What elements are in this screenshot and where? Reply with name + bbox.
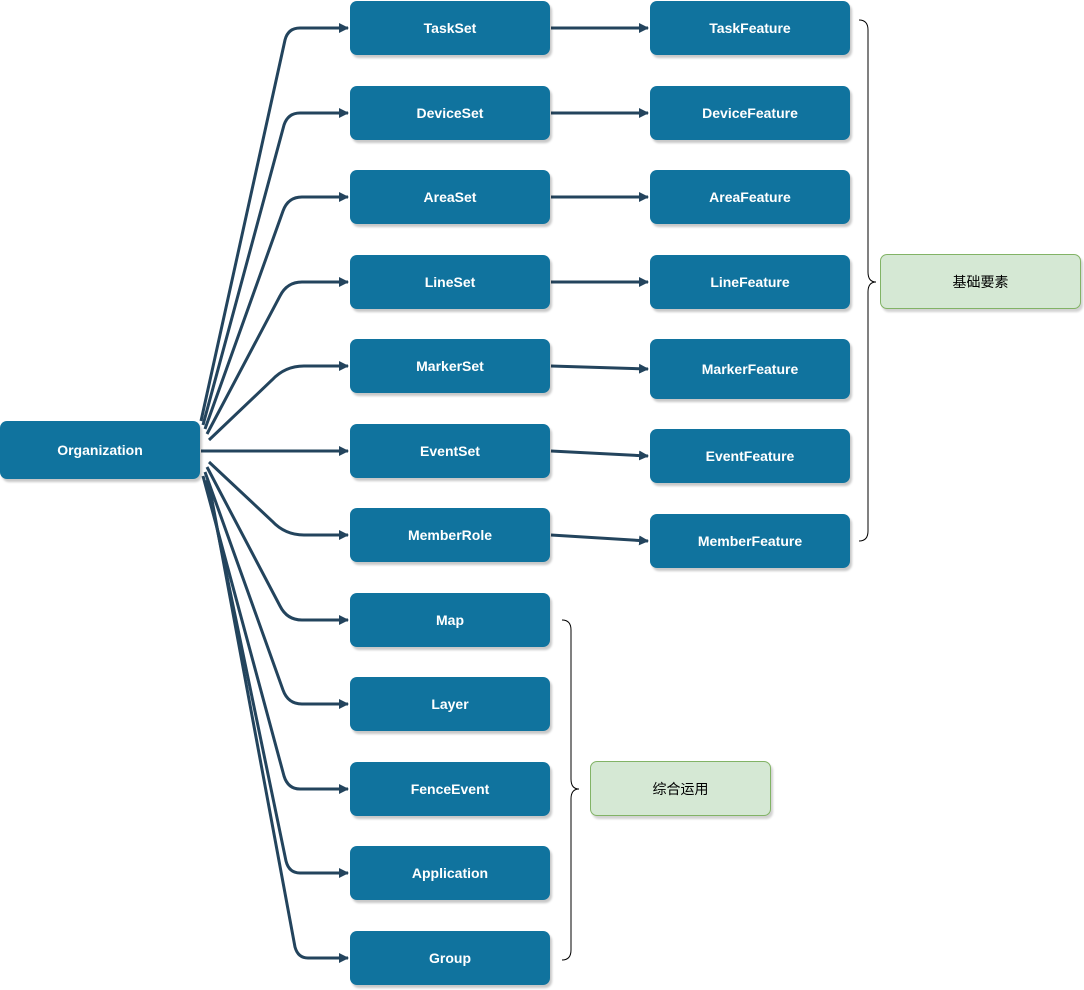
edge-organization-application <box>205 479 349 878</box>
node-lineset[interactable]: LineSet <box>350 255 550 309</box>
edge-organization-taskset <box>199 23 349 422</box>
edge-markerset-markerfeature <box>550 363 649 374</box>
node-memberrole[interactable]: MemberRole <box>350 508 550 562</box>
node-layer[interactable]: Layer <box>350 677 550 731</box>
node-memberfeature[interactable]: MemberFeature <box>650 514 850 568</box>
note-composite-use: 综合运用 <box>590 761 771 816</box>
node-group[interactable]: Group <box>350 931 550 985</box>
node-devicefeature[interactable]: DeviceFeature <box>650 86 850 140</box>
node-markerset[interactable]: MarkerSet <box>350 339 550 393</box>
note-basic-elements: 基础要素 <box>880 254 1081 309</box>
edge-organization-group <box>207 483 349 963</box>
node-organization[interactable]: Organization <box>0 421 200 479</box>
node-eventset[interactable]: EventSet <box>350 424 550 478</box>
node-deviceset[interactable]: DeviceSet <box>350 86 550 140</box>
node-areafeature[interactable]: AreaFeature <box>650 170 850 224</box>
edge-memberrole-memberfeature <box>550 533 649 546</box>
edge-organization-deviceset <box>201 108 349 426</box>
edge-organization-areaset <box>203 192 349 430</box>
node-application[interactable]: Application <box>350 846 550 900</box>
node-map[interactable]: Map <box>350 593 550 647</box>
node-linefeature[interactable]: LineFeature <box>650 255 850 309</box>
edge-organization-markerset <box>207 361 349 442</box>
edge-organization-map <box>205 466 349 625</box>
edge-organization-fenceevent <box>201 475 349 794</box>
node-eventfeature[interactable]: EventFeature <box>650 429 850 483</box>
edge-eventset-eventfeature <box>550 449 649 461</box>
node-taskfeature[interactable]: TaskFeature <box>650 1 850 55</box>
node-fenceevent[interactable]: FenceEvent <box>350 762 550 816</box>
node-areaset[interactable]: AreaSet <box>350 170 550 224</box>
node-markerfeature[interactable]: MarkerFeature <box>650 339 850 399</box>
brace-basic-elements <box>858 19 877 542</box>
node-taskset[interactable]: TaskSet <box>350 1 550 55</box>
edge-organization-memberrole <box>207 460 349 540</box>
edge-organization-lineset <box>205 277 349 435</box>
brace-composite-use <box>561 619 580 961</box>
edge-organization-layer <box>203 471 349 709</box>
